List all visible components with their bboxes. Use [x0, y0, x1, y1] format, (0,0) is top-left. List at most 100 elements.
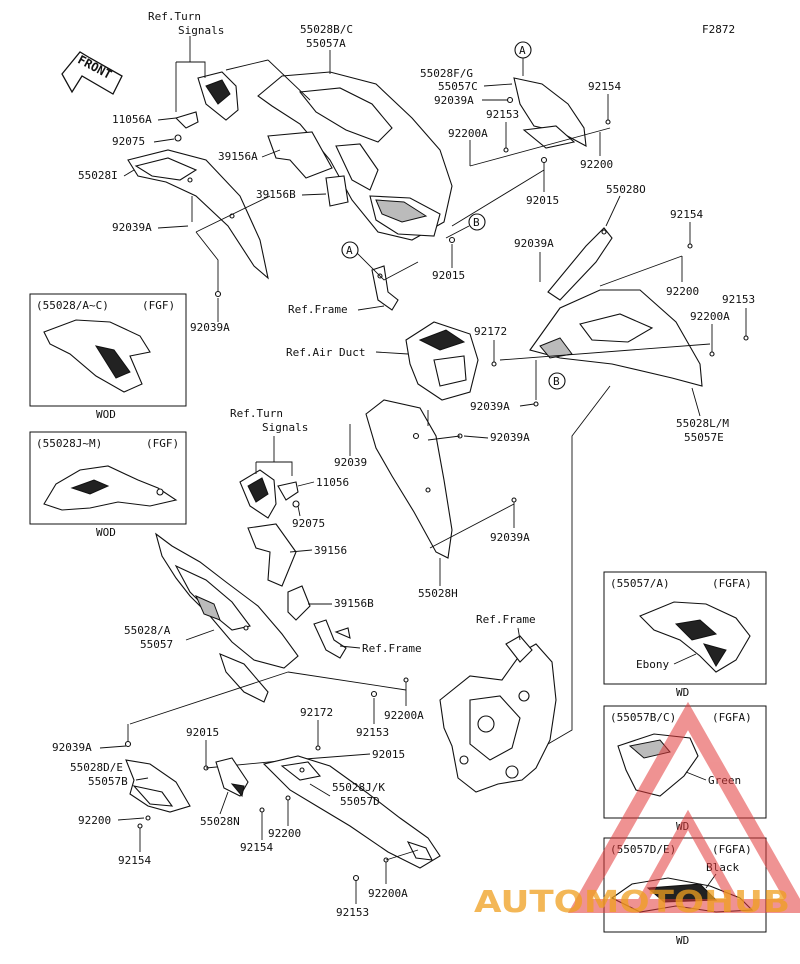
- label-55028i: 55028I: [78, 169, 118, 182]
- inset-box-1: (55028/A~C) (FGF) WOD: [29, 293, 187, 421]
- lower-cowl-55028jk: [262, 755, 441, 869]
- label-55028de: 55028D/E: [70, 761, 123, 774]
- bracket-55028o: [547, 227, 613, 301]
- pad-39156: [247, 523, 297, 587]
- circle-marker-a-left: A: [341, 241, 359, 259]
- label-55028lm: 55028L/M: [676, 417, 729, 430]
- inset1-part: (55028/A~C): [36, 299, 109, 312]
- label-92153-b2: 92153: [336, 906, 369, 919]
- label-55057c: 55057C: [438, 80, 478, 93]
- inset3-part: (55057/A): [610, 577, 670, 590]
- label-ref-turn-signals-2b: Signals: [262, 421, 308, 434]
- inset1-caption: WOD: [96, 408, 116, 421]
- svg-text:B: B: [553, 375, 560, 388]
- label-55057: 55057: [140, 638, 173, 651]
- front-arrow-icon: FRONT: [61, 51, 123, 95]
- label-11056: 11056: [316, 476, 349, 489]
- svg-text:A: A: [346, 244, 353, 257]
- label-92200a-b: 92200A: [384, 709, 424, 722]
- inset2-code: (FGF): [146, 437, 179, 450]
- label-ref-frame-1: Ref.Frame: [288, 303, 348, 316]
- label-92039-m: 92039: [334, 456, 367, 469]
- pad-39156b: [287, 585, 311, 621]
- bracket-55028n: [215, 757, 249, 798]
- main-frame: [439, 635, 557, 793]
- inset5-code: (FGFA): [712, 843, 752, 856]
- label-ref-turn-signals-1b: Signals: [178, 24, 224, 37]
- label-92172-r: 92172: [474, 325, 507, 338]
- inset4-part: (55057B/C): [610, 711, 676, 724]
- label-92172-b: 92172: [300, 706, 333, 719]
- label-92200a-top: 92200A: [448, 127, 488, 140]
- label-92039a-r: 92039A: [514, 237, 554, 250]
- label-92153-r: 92153: [722, 293, 755, 306]
- label-92154-b: 92154: [118, 854, 151, 867]
- inset2-part: (55028J~M): [36, 437, 102, 450]
- circle-marker-b-right: B: [548, 372, 566, 390]
- label-92075-top: 92075: [112, 135, 145, 148]
- watermark-text: AUTOMOTOHUB: [474, 885, 790, 920]
- label-55028fg: 55028F/G: [420, 67, 473, 80]
- label-92153-top: 92153: [486, 108, 519, 121]
- label-92039a-l2: 92039A: [190, 321, 230, 334]
- label-92200a-b2: 92200A: [368, 887, 408, 900]
- label-92200a-r: 92200A: [690, 310, 730, 323]
- inset3-code: (FGFA): [712, 577, 752, 590]
- label-92039a-l: 92039A: [112, 221, 152, 234]
- inner-cover-55028i: [127, 149, 269, 280]
- label-55028h: 55028H: [418, 587, 458, 600]
- label-92154-b2: 92154: [240, 841, 273, 854]
- label-55028jk: 55028J/K: [332, 781, 385, 794]
- label-92015-c: 92015: [432, 269, 465, 282]
- label-92039a-top: 92039A: [434, 94, 474, 107]
- label-92015-b2: 92015: [372, 748, 405, 761]
- svg-text:A: A: [519, 44, 526, 57]
- label-92200-b: 92200: [78, 814, 111, 827]
- label-55057e: 55057E: [684, 431, 724, 444]
- label-39156a: 39156A: [218, 150, 258, 163]
- inner-panel-55028h: [365, 399, 453, 559]
- label-92154-r2: 92154: [670, 208, 703, 221]
- upper-cowl-55028lm: [529, 289, 703, 387]
- label-92015-r: 92015: [526, 194, 559, 207]
- frame-bracket-top: [371, 265, 399, 311]
- inset2-caption: WOD: [96, 526, 116, 539]
- inset-box-2: (55028J~M) (FGF) WOD: [29, 431, 187, 539]
- lower-side-cover-55028de: [125, 759, 191, 813]
- label-55028o: 55028O: [606, 183, 646, 196]
- air-duct: [405, 321, 479, 401]
- inset1-code: (FGF): [142, 299, 175, 312]
- label-92200-top: 92200: [580, 158, 613, 171]
- label-92200-r: 92200: [666, 285, 699, 298]
- label-11056a: 11056A: [112, 113, 152, 126]
- label-55028bc: 55028B/C: [300, 23, 353, 36]
- circle-marker-a-right: A: [514, 41, 532, 59]
- label-ref-turn-signals-1a: Ref.Turn: [148, 10, 201, 23]
- label-92039a-b: 92039A: [52, 741, 92, 754]
- inset3-caption: WD: [676, 686, 689, 699]
- label-ref-frame-2: Ref.Frame: [362, 642, 422, 655]
- inset-box-3: (55057/A) (FGFA) Ebony WD: [603, 571, 767, 699]
- label-39156: 39156: [314, 544, 347, 557]
- inset5-part: (55057D/E): [610, 843, 676, 856]
- upper-cowl-55028bc: [257, 71, 453, 241]
- label-ref-air-duct: Ref.Air Duct: [286, 346, 365, 359]
- figure-code: F2872: [702, 23, 735, 36]
- label-39156b: 39156B: [334, 597, 374, 610]
- label-ref-frame-3: Ref.Frame: [476, 613, 536, 626]
- inset5-caption: WD: [676, 934, 689, 947]
- label-92075: 92075: [292, 517, 325, 530]
- label-55028a: 55028/A: [124, 624, 171, 637]
- pad-39156a: [267, 131, 333, 179]
- label-92153-b: 92153: [356, 726, 389, 739]
- label-92039a-m: 92039A: [470, 400, 510, 413]
- label-ref-turn-signals-2a: Ref.Turn: [230, 407, 283, 420]
- watermark-logo: [567, 701, 800, 913]
- circle-marker-b-center: B: [468, 213, 486, 231]
- label-92154-top: 92154: [588, 80, 621, 93]
- side-cowl-55028a: [155, 532, 299, 703]
- turn-signal-bracket-top: [174, 71, 239, 142]
- label-55028n: 55028N: [200, 815, 240, 828]
- turn-signal-bracket-mid: [239, 469, 300, 519]
